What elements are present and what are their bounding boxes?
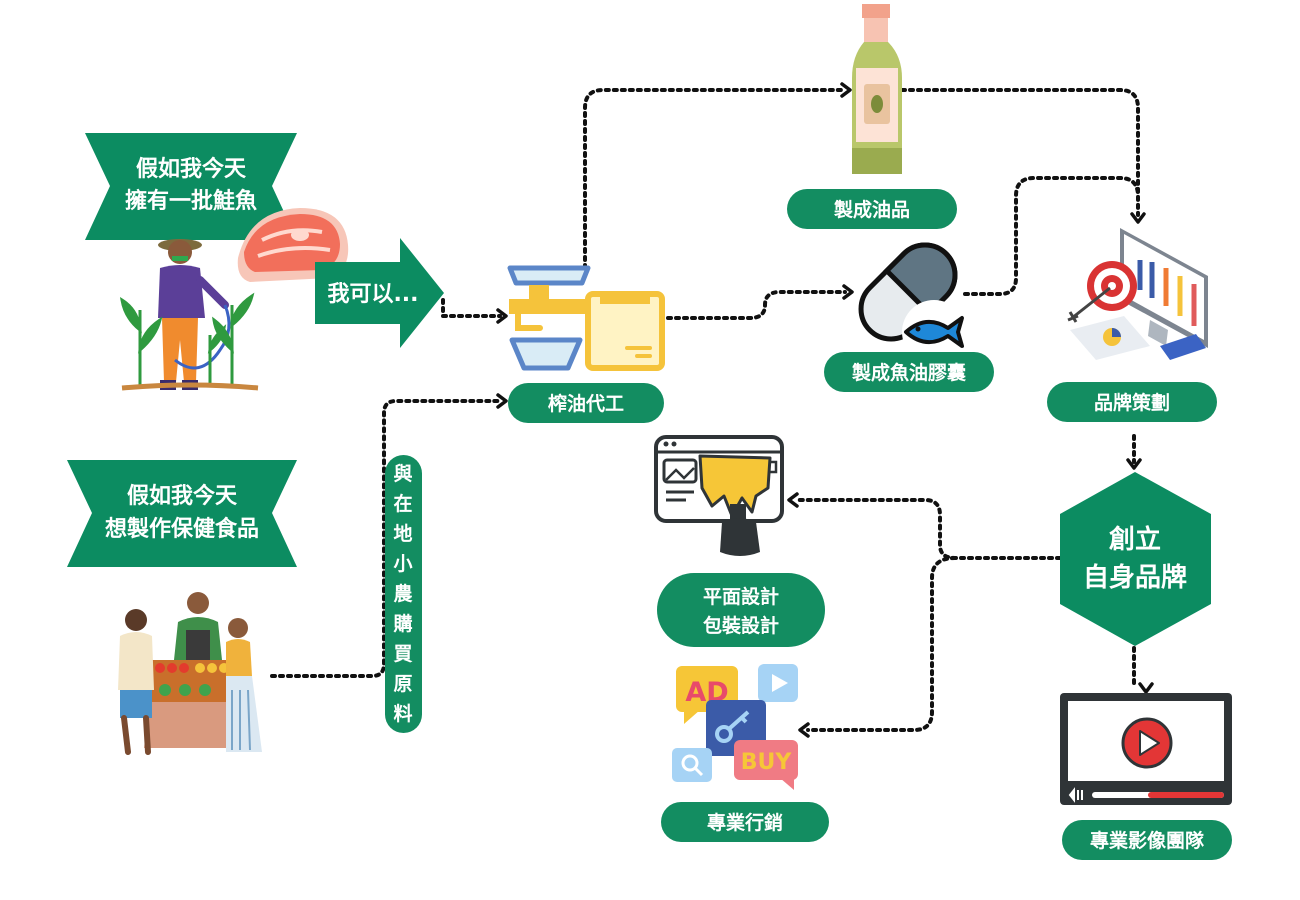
- banner-salmon: 假如我今天 擁有一批鮭魚: [85, 133, 297, 240]
- connector-market-to-press: [270, 399, 502, 678]
- vertical-char-3: 小: [393, 553, 412, 575]
- arrow-i-can: 我可以...: [315, 238, 444, 348]
- vertical-char-7: 原: [393, 673, 412, 695]
- vertical-char-4: 農: [393, 583, 412, 605]
- pill-capsule-label: 製成魚油膠囊: [851, 361, 967, 384]
- pill-graphic-line1: 平面設計: [703, 585, 779, 608]
- pill-oil-label: 製成油品: [833, 198, 910, 221]
- vertical-label-pill: 與 在 地 小 農 購 買 原 料: [385, 455, 422, 733]
- video-player-icon: [1060, 693, 1232, 805]
- analytics-dashboard-icon: [1067, 228, 1208, 360]
- vertical-char-1: 在: [393, 492, 412, 515]
- pill-oil: 製成油品: [787, 189, 957, 229]
- banner-health-line2: 想製作保健食品: [105, 516, 259, 542]
- hexagon-line1: 創立: [1109, 524, 1161, 555]
- pill-capsule: 製成魚油膠囊: [824, 352, 994, 392]
- connector-oil-to-brand: [900, 88, 1140, 217]
- vertical-char-0: 與: [393, 462, 412, 485]
- vertical-char-8: 料: [393, 702, 412, 725]
- banner-salmon-line2: 擁有一批鮭魚: [125, 188, 257, 214]
- pill-brand-plan-label: 品牌策劃: [1094, 391, 1170, 414]
- oil-press-icon: [507, 265, 665, 371]
- farmer-illustration: [119, 239, 259, 391]
- pill-marketing: 專業行銷: [661, 802, 829, 842]
- connector-capsule-to-brand: [963, 176, 1140, 296]
- hexagon-line2: 自身品牌: [1083, 562, 1187, 593]
- pill-press: 榨油代工: [508, 383, 664, 423]
- fish-oil-capsule-icon: [858, 242, 966, 364]
- connectors: [270, 88, 1140, 732]
- connector-press-to-oil: [583, 88, 844, 270]
- connector-arrowheads: [496, 82, 1154, 738]
- connector-arrow-to-press: [441, 298, 502, 318]
- pill-video-label: 專業影像團隊: [1090, 829, 1205, 852]
- advertising-icons: AD BUY: [672, 664, 798, 790]
- buy-text: BUY: [741, 750, 793, 775]
- farmers-market-illustration: [118, 592, 262, 755]
- pill-marketing-label: 專業行銷: [707, 811, 783, 834]
- paint-roller-design-icon: [654, 435, 784, 556]
- pill-brand-plan: 品牌策劃: [1047, 382, 1217, 422]
- banner-salmon-line1: 假如我今天: [136, 156, 247, 182]
- connector-hexagon-to-marketing: [806, 556, 957, 732]
- pill-graphic-line2: 包裝設計: [703, 614, 779, 637]
- vertical-char-2: 地: [393, 522, 412, 545]
- banner-health: 假如我今天 想製作保健食品: [67, 460, 297, 567]
- vertical-char-6: 買: [393, 643, 412, 665]
- vertical-char-5: 購: [393, 612, 412, 635]
- arrow-label: 我可以...: [327, 282, 418, 307]
- pill-video: 專業影像團隊: [1062, 820, 1232, 860]
- pill-press-label: 榨油代工: [548, 392, 624, 415]
- pill-graphic-design: 平面設計 包裝設計: [657, 573, 825, 647]
- banner-health-line1: 假如我今天: [127, 483, 238, 509]
- connector-hexagon-to-design: [794, 498, 1062, 560]
- hexagon-brand: 創立 自身品牌: [1060, 472, 1211, 646]
- connector-press-to-capsule: [666, 290, 847, 320]
- olive-oil-bottle-icon: [852, 4, 902, 174]
